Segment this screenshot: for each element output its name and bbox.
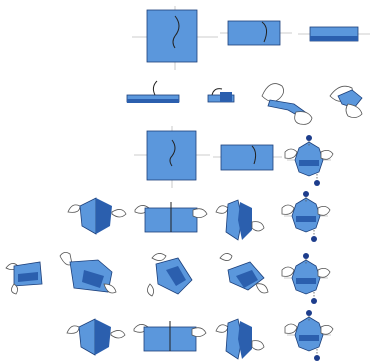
hand-icon [112,209,126,217]
arrow-start-dot-icon [303,253,309,259]
paper-strip-shade [127,99,179,103]
arrow-end-dot-icon [311,236,317,242]
paper-flap-right [238,321,252,359]
paper-base-shade [299,160,319,166]
paper-square [147,131,196,180]
row-5 [6,252,330,304]
row-4 [68,191,330,242]
hand-icon [318,268,330,277]
row-3 [134,126,333,188]
hand-icon [346,104,362,118]
arrow-end-dot-icon [314,180,320,186]
step-wrap-fold[interactable] [220,253,268,293]
row-1 [132,6,370,70]
fold-arrow-icon [153,81,157,95]
paper-base [292,260,320,294]
paper-flap-left [79,319,95,355]
paper-base [295,142,323,176]
hand-icon [147,284,153,296]
hand-icon [152,253,166,260]
step-reverse-fold[interactable] [60,252,116,293]
hand-icon [256,284,268,293]
step-square-sheet[interactable] [134,126,210,188]
hand-icon [282,205,294,214]
arrow-start-dot-icon [306,310,312,316]
step-fold-in-half-again[interactable] [298,27,370,41]
hand-icon [282,267,294,276]
arrow-start-dot-icon [306,135,312,141]
step-base-spread[interactable] [134,321,206,351]
step-hands-unfold[interactable] [330,86,362,117]
hand-icon [68,205,80,213]
step-squash-fold[interactable] [68,198,126,234]
hand-icon [262,84,284,102]
step-base-spread[interactable] [135,202,207,232]
paper-rectangle [228,21,280,45]
step-crease-end[interactable] [208,89,234,102]
hand-icon [321,150,333,159]
step-collapse-base-arrow[interactable] [282,191,330,242]
step-rotate-model[interactable] [6,262,42,294]
paper-strip-shade [310,36,358,41]
hand-icon [216,206,228,214]
paper-square [147,10,197,62]
step-petal-fold[interactable] [216,200,264,240]
paper-base [292,198,320,232]
paper-rectangle [221,145,273,170]
hand-icon [111,330,125,338]
step-pinch-strip[interactable] [127,81,179,103]
step-collapse-base-arrow[interactable] [285,310,333,361]
paper-base-shade [296,278,316,284]
hand-icon [216,325,228,333]
hand-icon [193,209,207,218]
hand-icon [318,206,330,215]
paper-flap-right [238,202,252,240]
step-twist-hands[interactable] [262,84,312,125]
step-open-flap[interactable] [147,253,192,296]
paper-strip-shade [220,92,232,102]
paper-flap-left [80,198,96,234]
step-square-sheet[interactable] [132,6,218,70]
hand-icon [285,324,297,333]
step-petal-fold[interactable] [216,319,264,359]
step-fold-in-half[interactable] [220,21,292,45]
step-collapse-base-arrow[interactable] [282,253,330,304]
hand-icon [67,326,79,334]
paper-flap-right [96,198,112,234]
hand-icon [192,328,206,337]
hand-icon [295,112,312,125]
hand-icon [220,253,232,260]
paper-base [295,317,323,351]
step-collapse-base-arrow[interactable] [285,135,333,186]
row-6 [67,310,333,361]
hand-icon [252,222,264,231]
arrow-end-dot-icon [314,355,320,361]
step-folded-rectangle[interactable] [213,145,282,170]
arrow-start-dot-icon [303,191,309,197]
hand-icon [285,149,297,158]
step-squash-fold[interactable] [67,319,125,355]
arrow-end-dot-icon [311,298,317,304]
hand-icon [321,325,333,334]
hand-icon [252,341,264,350]
paper-base-shade [299,335,319,341]
paper-base-shade [296,216,316,222]
paper-flap-right [95,319,111,355]
row-2 [127,81,362,124]
